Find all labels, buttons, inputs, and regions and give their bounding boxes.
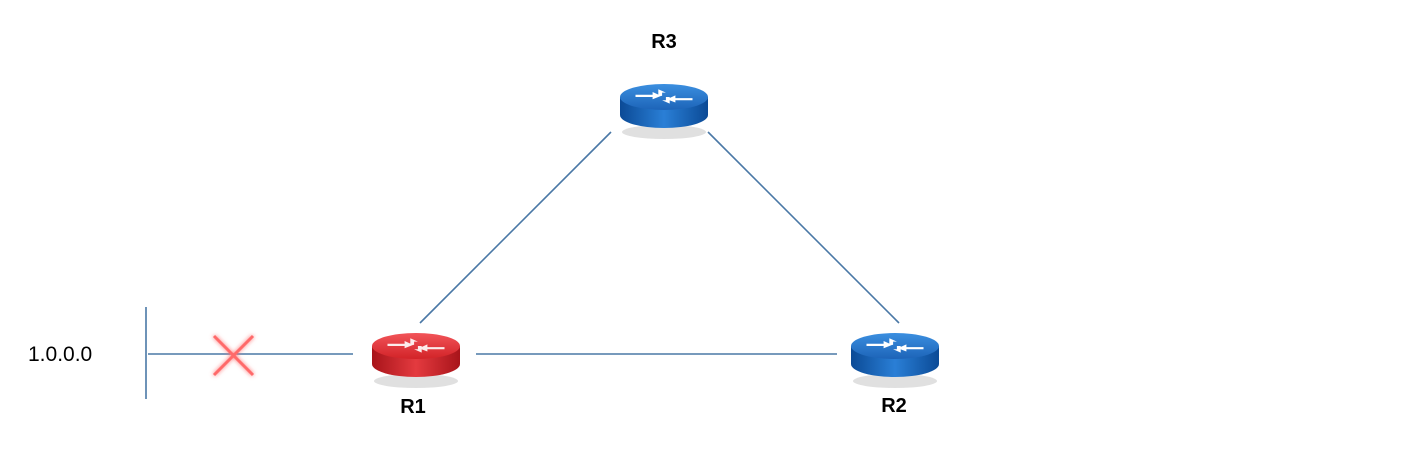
router-r2-label: R2 [881, 395, 907, 417]
link-r1-r3 [419, 131, 612, 324]
router-r1-icon[interactable] [372, 333, 460, 388]
link-failure-x-mark [212, 334, 255, 377]
router-r2-icon[interactable] [851, 333, 939, 388]
router-r3-icon[interactable] [620, 84, 708, 139]
link-r3-r2 [707, 131, 900, 324]
router-r1-label: R1 [400, 396, 426, 418]
network-address-label: 1.0.0.0 [28, 343, 92, 366]
router-r3-label: R3 [651, 31, 677, 53]
